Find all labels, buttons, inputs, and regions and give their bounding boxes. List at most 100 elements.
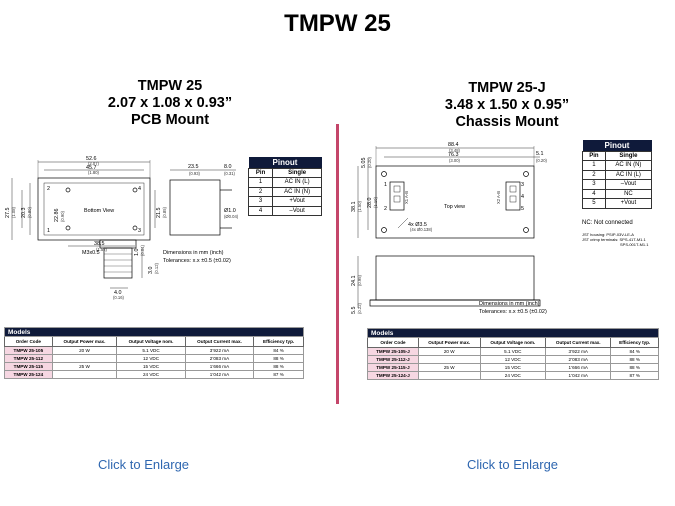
models-caption: Models — [4, 327, 304, 337]
svg-text:(1.10): (1.10) — [373, 196, 378, 208]
dim-screw: M3x0.5 — [82, 250, 100, 256]
svg-text:(3.00): (3.00) — [449, 158, 461, 163]
panel-divider — [336, 124, 339, 404]
svg-text:21.5: 21.5 — [156, 208, 162, 219]
svg-text:X2 A-B: X2 A-B — [496, 191, 501, 204]
svg-text:(0.12): (0.12) — [154, 262, 159, 274]
pinout-caption: Pinout — [582, 140, 652, 151]
left-title-size: 2.07 x 1.08 x 0.93” — [107, 95, 233, 111]
dim-total-height: 38.1 — [351, 202, 357, 213]
view-label: Top view — [444, 204, 465, 210]
svg-text:1: 1 — [384, 182, 387, 188]
models-caption: Models — [367, 328, 659, 338]
svg-text:5.1: 5.1 — [536, 151, 544, 157]
jst-crimp-note: JST crimp terminals: SPS-41T-M1.1 — [582, 237, 646, 242]
right-title-name: TMPW 25-J — [468, 80, 546, 96]
svg-text:(0.16): (0.16) — [113, 295, 125, 300]
svg-text:(2.07): (2.07) — [88, 161, 100, 166]
dim-total-width: 52.6 — [86, 156, 97, 162]
right-models-table: Models Order Code Output Power max. Outp… — [367, 328, 659, 380]
svg-text:2: 2 — [47, 186, 50, 192]
svg-text:1.0: 1.0 — [134, 249, 140, 257]
view-label: Bottom View — [84, 208, 114, 214]
dim-hole-width: 76.3 — [448, 152, 459, 158]
right-title-mount: Chassis Mount — [455, 114, 559, 130]
right-title-size: 3.48 x 1.50 x 0.95” — [444, 97, 570, 113]
nc-note: NC: Not connected — [582, 220, 633, 226]
svg-text:1: 1 — [47, 228, 50, 234]
left-dim-note-tolerance: Tolerances: x.x ±0.5 (±0.02) — [163, 258, 231, 264]
right-dim-note-units: Dimensions in mm (inch) — [479, 301, 540, 307]
left-models-table: Models Order Code Output Power max. Outp… — [4, 327, 304, 379]
dim-side-width: 23.5 — [188, 164, 199, 170]
left-title-name: TMPW 25 — [137, 78, 203, 94]
svg-text:3.0: 3.0 — [148, 267, 154, 275]
svg-text:(0.93): (0.93) — [189, 171, 201, 176]
dim-holes: 4x Ø3.5 — [408, 222, 427, 228]
left-dim-note-units: Dimensions in mm (inch) — [163, 250, 224, 256]
svg-text:X1 A-B: X1 A-B — [404, 191, 409, 204]
svg-text:(Ø0.04): (Ø0.04) — [224, 214, 239, 219]
svg-text:8.0: 8.0 — [224, 164, 232, 170]
svg-text:4: 4 — [138, 186, 141, 192]
svg-text:(0.95): (0.95) — [357, 274, 362, 286]
svg-text:(0.80): (0.80) — [27, 206, 32, 218]
svg-text:20.3: 20.3 — [21, 208, 27, 219]
svg-text:(1.08): (1.08) — [11, 206, 16, 218]
dim-pin-width: 38.5 — [94, 241, 105, 247]
left-enlarge-link[interactable]: Click to Enlarge — [98, 457, 190, 472]
svg-text:4.0: 4.0 — [114, 290, 122, 296]
table-row: 3–Vout — [582, 179, 653, 190]
svg-text:(0.04): (0.04) — [140, 244, 145, 256]
svg-text:(0.90): (0.90) — [60, 210, 65, 222]
svg-text:(4x Ø0.138): (4x Ø0.138) — [410, 227, 433, 232]
right-enlarge-link[interactable]: Click to Enlarge — [467, 457, 559, 472]
svg-text:3: 3 — [521, 182, 524, 188]
svg-text:28.0: 28.0 — [367, 198, 373, 209]
dim-total-height: 27.5 — [5, 208, 11, 219]
svg-text:(1.80): (1.80) — [88, 170, 100, 175]
dim-total-width: 88.4 — [448, 142, 459, 148]
right-dim-note-tolerance: Tolerances: x.x ±0.5 (±0.02) — [479, 309, 547, 315]
svg-text:4: 4 — [521, 194, 524, 200]
jst-housing-note: JST housing: PSIP-03V-LE-A — [582, 232, 634, 237]
dim-inner-width: 45.7 — [86, 165, 97, 171]
page-title: TMPW 25 — [284, 10, 391, 37]
svg-text:(3.48): (3.48) — [449, 148, 461, 153]
svg-text:(0.22): (0.22) — [357, 302, 362, 314]
pinout-caption: Pinout — [248, 157, 322, 168]
table-row: 3+Vout — [247, 196, 322, 207]
svg-text:22.86: 22.86 — [54, 209, 60, 223]
svg-text:(0.20): (0.20) — [367, 156, 372, 168]
svg-text:(0.85): (0.85) — [162, 206, 167, 218]
svg-text:(0.31): (0.31) — [224, 171, 236, 176]
svg-text:(1.50): (1.50) — [357, 200, 362, 212]
dim-side-height: 24.1 — [351, 276, 357, 287]
svg-text:5.5: 5.5 — [351, 307, 357, 315]
table-row: 4–Vout — [247, 205, 322, 216]
svg-text:3: 3 — [138, 228, 141, 234]
svg-text:5: 5 — [521, 206, 524, 212]
right-dimension-drawing[interactable]: 88.4 (3.48) 76.3 (3.00) 5.1 (0.20) Top v… — [340, 138, 580, 318]
svg-text:5.05: 5.05 — [361, 158, 367, 169]
table-row: 5+Vout — [582, 198, 653, 209]
svg-text:(1.52): (1.52) — [96, 247, 108, 252]
left-dimension-drawing[interactable]: 52.6 (2.07) 45.7 (1.80) 38.5 (1.52) Bott… — [0, 150, 250, 310]
svg-text:(0.20): (0.20) — [536, 158, 548, 163]
jst-crimp-note-2: SPS-001T-M1.1 — [620, 242, 649, 247]
dim-pin-diameter: Ø1.0 — [224, 208, 236, 214]
